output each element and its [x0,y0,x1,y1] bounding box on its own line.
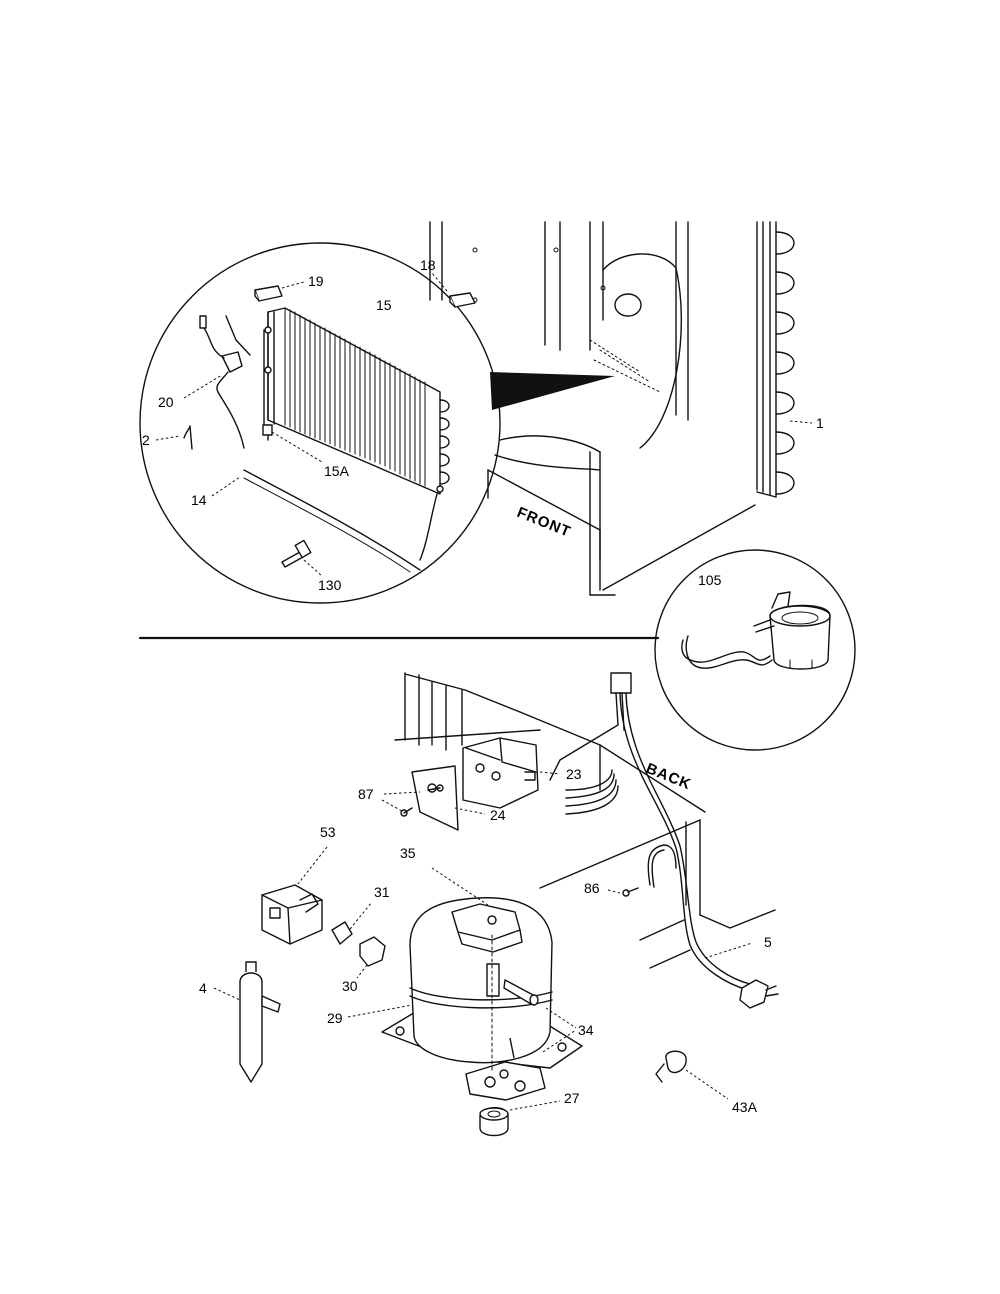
label-130: 130 [318,577,342,593]
label-5: 5 [764,934,772,950]
label-31: 31 [374,884,390,900]
label-86: 86 [584,880,600,896]
label-2: 2 [142,432,150,448]
grommet [479,1100,561,1137]
label-105: 105 [698,572,722,588]
front-label: FRONT [515,504,574,541]
evaporator [264,307,450,561]
condenser-coil [756,221,813,498]
drain-pan [681,591,831,670]
detail-pointer [490,372,615,410]
cabinet-lower [394,672,776,929]
cabinet-upper [429,221,756,596]
terminal-cover [356,936,386,979]
label-24: 24 [490,807,506,823]
label-14: 14 [191,492,207,508]
label-30: 30 [342,978,358,994]
wiring-harness [549,672,779,1009]
filter-drier [213,961,281,1083]
pad-18 [431,272,476,308]
pad-19 [254,281,305,302]
overload-relay [261,846,328,945]
label-43a: 43A [732,1099,758,1115]
clip-86 [607,844,677,897]
label-27: 27 [564,1090,580,1106]
label-4: 4 [199,980,207,996]
compressor [347,867,583,1101]
label-29: 29 [327,1010,343,1026]
label-23: 23 [566,766,582,782]
defrost-limiter [183,315,251,449]
label-87: 87 [358,786,374,802]
label-18: 18 [420,257,436,273]
clamp-43a [655,1050,729,1100]
label-15: 15 [376,297,392,313]
screws-87 [381,784,444,817]
label-34: 34 [578,1022,594,1038]
label-15a: 15A [324,463,350,479]
clip-2 [155,425,193,450]
relay-clip [331,901,373,945]
label-20: 20 [158,394,174,410]
defrost-heater [262,329,323,463]
label-19: 19 [308,273,324,289]
drain-trough [211,469,421,573]
evaporator-detail-circle [139,242,501,604]
label-35: 35 [400,845,416,861]
label-53: 53 [320,824,336,840]
screw-130 [281,539,323,577]
label-1: 1 [816,415,824,431]
drain-pan-detail-circle [654,549,856,751]
defrost-timer [462,737,561,809]
timer-bracket [411,765,486,831]
